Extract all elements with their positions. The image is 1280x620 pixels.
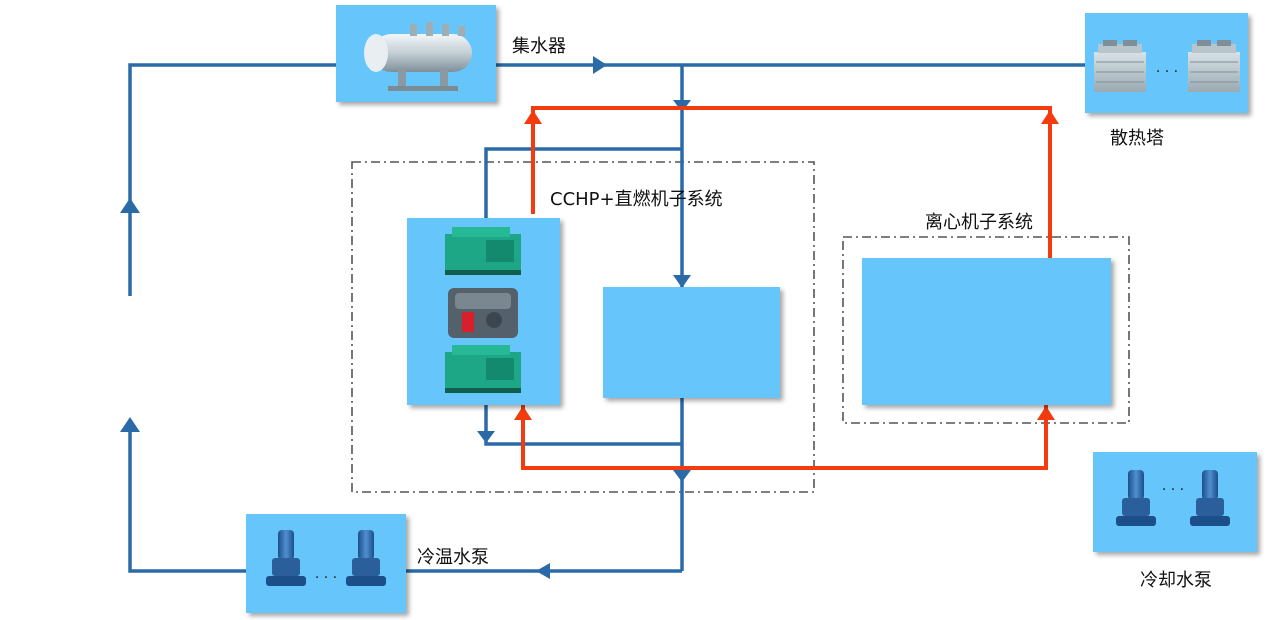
inline-pump-icon xyxy=(346,530,386,586)
generator-set-icon xyxy=(445,227,521,275)
cchp-equipment-panel xyxy=(407,218,560,405)
inline-pump-icon xyxy=(1116,470,1156,526)
header-tank-label: 集水器 xyxy=(512,36,566,57)
direct-fired-chiller-panel xyxy=(603,287,780,398)
absorption-chiller-icon xyxy=(448,288,518,338)
cooling-tower-label: 散热塔 xyxy=(1110,128,1164,149)
generator-set-icon xyxy=(445,345,521,393)
centrifugal-subsystem-boundary xyxy=(842,236,1130,424)
water-header-panel xyxy=(336,5,496,102)
cooling-pump-ellipsis: · · · xyxy=(1162,482,1184,498)
chilled-pump-panel xyxy=(246,514,406,613)
cooling-pump-panel xyxy=(1093,452,1257,552)
chilled-pump-ellipsis: · · · xyxy=(315,570,337,586)
cchp-subsystem-label: CCHP+直燃机子系统 xyxy=(550,189,723,210)
centrifugal-chiller-panel xyxy=(862,258,1111,405)
inline-pump-icon xyxy=(1190,470,1230,526)
cooling-pump-label: 冷却水泵 xyxy=(1140,570,1212,591)
centrifugal-subsystem-label: 离心机子系统 xyxy=(925,212,1033,233)
chilled-pump-label: 冷温水泵 xyxy=(417,547,489,568)
cooling-tower-icon xyxy=(1094,40,1240,92)
cooling-water-lines xyxy=(521,106,1052,470)
inline-pump-icon xyxy=(266,530,306,586)
cooling-tower-panel xyxy=(1085,13,1248,113)
water-header-tank-icon xyxy=(364,22,472,91)
cooling-tower-ellipsis: · · · xyxy=(1156,64,1178,80)
cchp-subsystem-boundary xyxy=(351,161,815,493)
chilled-water-lines xyxy=(128,63,1085,573)
cooling-water-arrows xyxy=(514,110,1059,420)
